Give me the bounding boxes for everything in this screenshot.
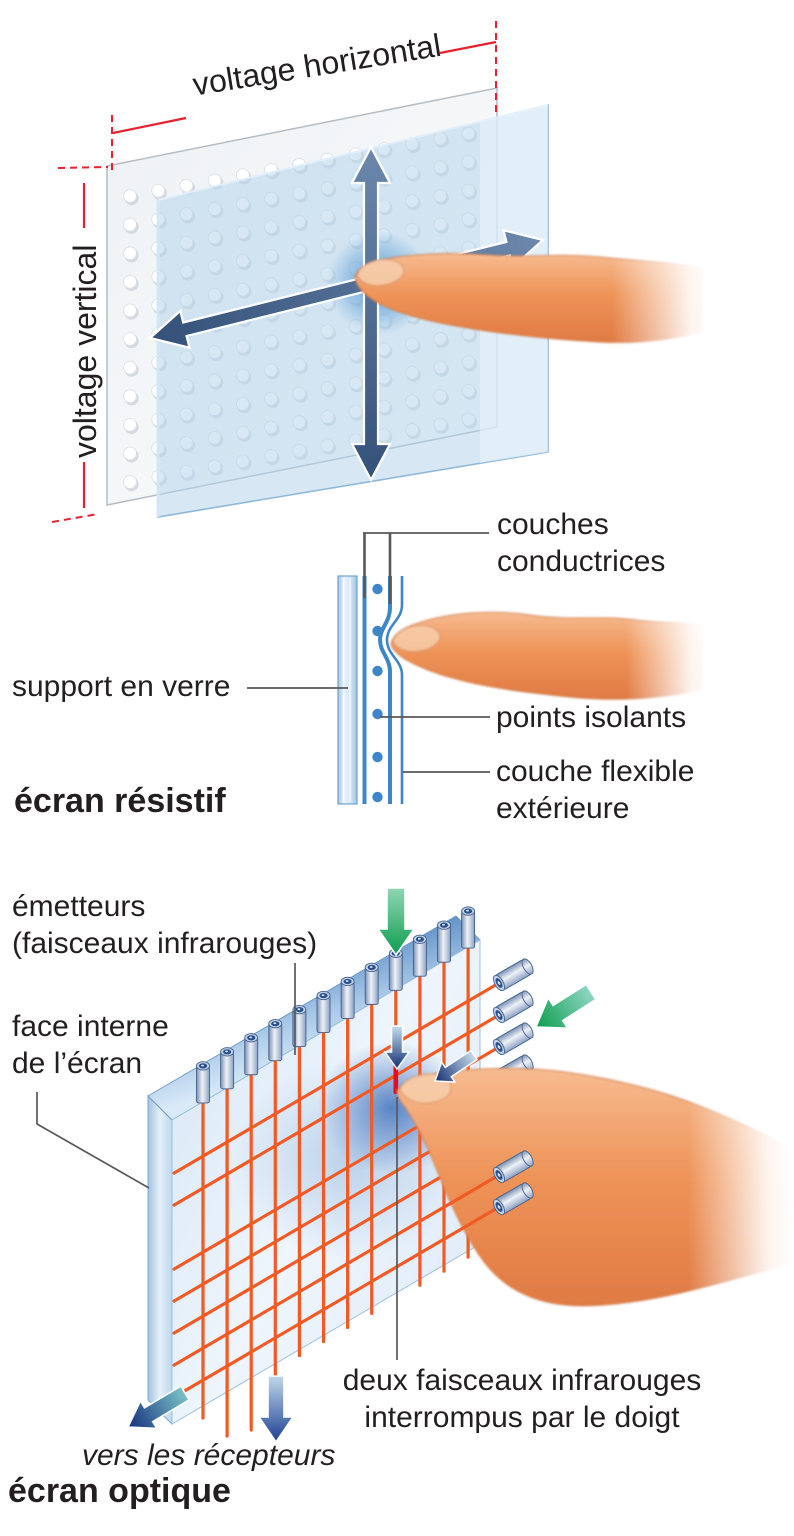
infrared-emitter xyxy=(412,934,427,977)
flexible-outer-layer xyxy=(385,576,404,804)
insulating-dots xyxy=(372,583,383,803)
finger-fade xyxy=(688,1058,794,1320)
receiver-arrow-diagonal xyxy=(126,1385,191,1430)
green-arrow-down xyxy=(376,887,416,957)
infrared-emitter xyxy=(492,990,534,1024)
receiver-arrow-down xyxy=(257,1375,295,1444)
right-emitter-column-foreground xyxy=(492,1150,534,1216)
infrared-emitter xyxy=(492,1022,534,1056)
interrupted-beam-arrow-vertical xyxy=(383,1025,411,1071)
infrared-emitter xyxy=(364,962,379,1005)
green-arrow-diagonal xyxy=(534,983,597,1030)
finger-fade xyxy=(612,243,716,355)
callout-lines xyxy=(247,532,490,773)
infrared-emitter xyxy=(492,1150,534,1184)
infrared-emitter xyxy=(196,1061,210,1104)
insulating-dots-label: points isolants xyxy=(496,701,687,734)
fingernail xyxy=(356,259,405,286)
top-emitter-row xyxy=(196,906,476,1104)
infrared-beams-foreground xyxy=(172,1173,501,1399)
infrared-emitter xyxy=(437,920,451,963)
conductive-layer-outer xyxy=(377,576,392,804)
glass-support-label: support en verre xyxy=(12,670,231,703)
flexible-layer-label: couche flexible extérieure xyxy=(496,755,695,826)
interrupted-beams-label: deux faisceaux infrarouges interrompus p… xyxy=(342,1364,702,1435)
resistive-screen-title: écran résistif xyxy=(14,782,226,820)
voltage-vertical-arrow xyxy=(350,144,392,483)
callout-lines xyxy=(36,963,398,1360)
resistive-overview-diagram xyxy=(51,20,716,523)
voltage-vertical-dimension xyxy=(51,166,109,523)
voltage-horizontal-dimension xyxy=(111,20,497,170)
infrared-emitter xyxy=(492,1182,534,1216)
infrared-emitter xyxy=(461,906,476,949)
optical-screen-title: écran optique xyxy=(8,1472,231,1510)
screen-left-face xyxy=(147,1094,173,1426)
voltage-vertical-label: voltage vertical xyxy=(67,244,103,458)
emitters-label: émetteurs (faisceaux infrarouges) xyxy=(12,890,318,961)
glass-support-layer xyxy=(337,575,358,805)
receivers-label: vers les récepteurs xyxy=(82,1439,336,1472)
infrared-emitter xyxy=(268,1019,283,1062)
resistive-cross-section-diagram xyxy=(247,532,712,805)
infrared-emitter xyxy=(492,958,534,992)
interrupted-beam-arrow-horizontal xyxy=(433,1049,479,1083)
optical-screen-diagram xyxy=(36,887,794,1444)
infrared-emitter xyxy=(220,1047,235,1090)
infrared-beams-vertical xyxy=(201,947,470,1438)
infrared-emitter xyxy=(316,990,331,1033)
conductive-layers-label: couches conductrices xyxy=(497,508,666,579)
infrared-emitter xyxy=(244,1033,259,1076)
fingernail xyxy=(392,625,441,652)
infrared-emitter xyxy=(292,1004,307,1048)
infrared-emitter xyxy=(340,976,355,1019)
inner-face-label: face interne de l’écran xyxy=(12,1010,169,1081)
finger-fade xyxy=(626,586,712,714)
